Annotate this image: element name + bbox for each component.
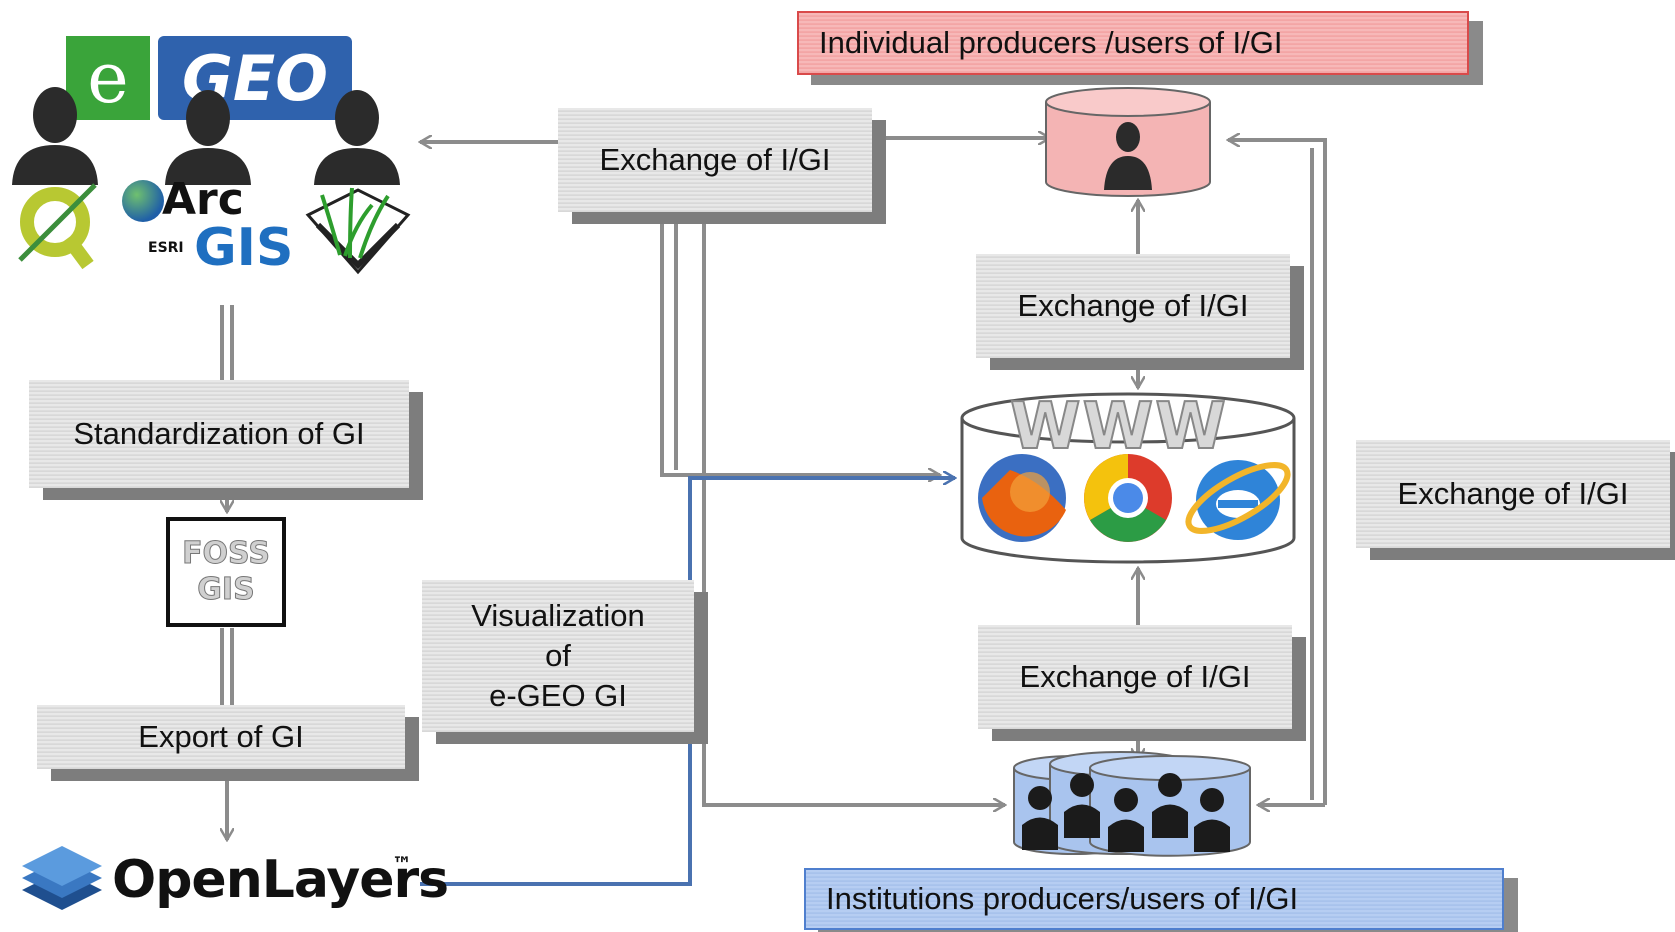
exchange-low-label: Exchange of I/GI bbox=[1019, 658, 1251, 694]
individual-users-banner: Individual producers /users of I/GI bbox=[797, 11, 1469, 75]
www-text: WWW bbox=[1009, 389, 1228, 465]
visualization-line-3: e-GEO GI bbox=[489, 678, 627, 714]
link-exchange-to-institutions bbox=[702, 218, 1005, 805]
exchange-box-top: Exchange of I/GI bbox=[558, 108, 872, 212]
export-box: Export of GI bbox=[37, 705, 405, 769]
foss-label: FOSS bbox=[182, 536, 271, 572]
egeo-geo-badge: GEO bbox=[158, 36, 352, 120]
right-loop-to-individual bbox=[1228, 140, 1327, 805]
arcgis-icon: Arc ESRI GIS bbox=[120, 174, 310, 278]
institutions-users-label: Institutions producers/users of I/GI bbox=[826, 881, 1299, 916]
foss-gis-label: GIS bbox=[197, 572, 255, 608]
egeo-logo: e GEO bbox=[66, 36, 352, 120]
link-exchange-to-www bbox=[660, 218, 940, 475]
egeo-e-text: e bbox=[87, 37, 129, 119]
openlayers-text: OpenLayers bbox=[112, 850, 449, 910]
exchange-mid-label: Exchange of I/GI bbox=[1017, 287, 1249, 323]
arcgis-arc-text: Arc bbox=[162, 174, 244, 225]
exchange-top-label: Exchange of I/GI bbox=[599, 141, 831, 177]
foss-gis-box: FOSS GIS bbox=[166, 517, 286, 627]
arcgis-esri-text: ESRI bbox=[148, 240, 184, 256]
visualization-line-2: of bbox=[545, 637, 571, 673]
arcgis-gis-text: GIS bbox=[194, 218, 294, 278]
egeo-geo-text: GEO bbox=[182, 41, 328, 115]
individual-users-label: Individual producers /users of I/GI bbox=[819, 25, 1283, 60]
arcgis-globe-icon bbox=[122, 180, 164, 222]
institutions-users-banner: Institutions producers/users of I/GI bbox=[804, 868, 1504, 930]
egeo-e-badge: e bbox=[66, 36, 150, 120]
export-label: Export of GI bbox=[138, 718, 304, 754]
visualization-box: Visualization of e-GEO GI bbox=[422, 580, 694, 732]
exchange-box-mid: Exchange of I/GI bbox=[976, 254, 1290, 358]
exchange-right-label: Exchange of I/GI bbox=[1397, 475, 1629, 511]
openlayers-tm: ™ bbox=[392, 852, 412, 876]
visualization-line-1: Visualization bbox=[471, 597, 645, 633]
exchange-box-low: Exchange of I/GI bbox=[978, 625, 1292, 729]
standardization-label: Standardization of GI bbox=[73, 415, 365, 451]
standardization-box: Standardization of GI bbox=[29, 380, 409, 488]
exchange-box-right: Exchange of I/GI bbox=[1356, 440, 1670, 548]
